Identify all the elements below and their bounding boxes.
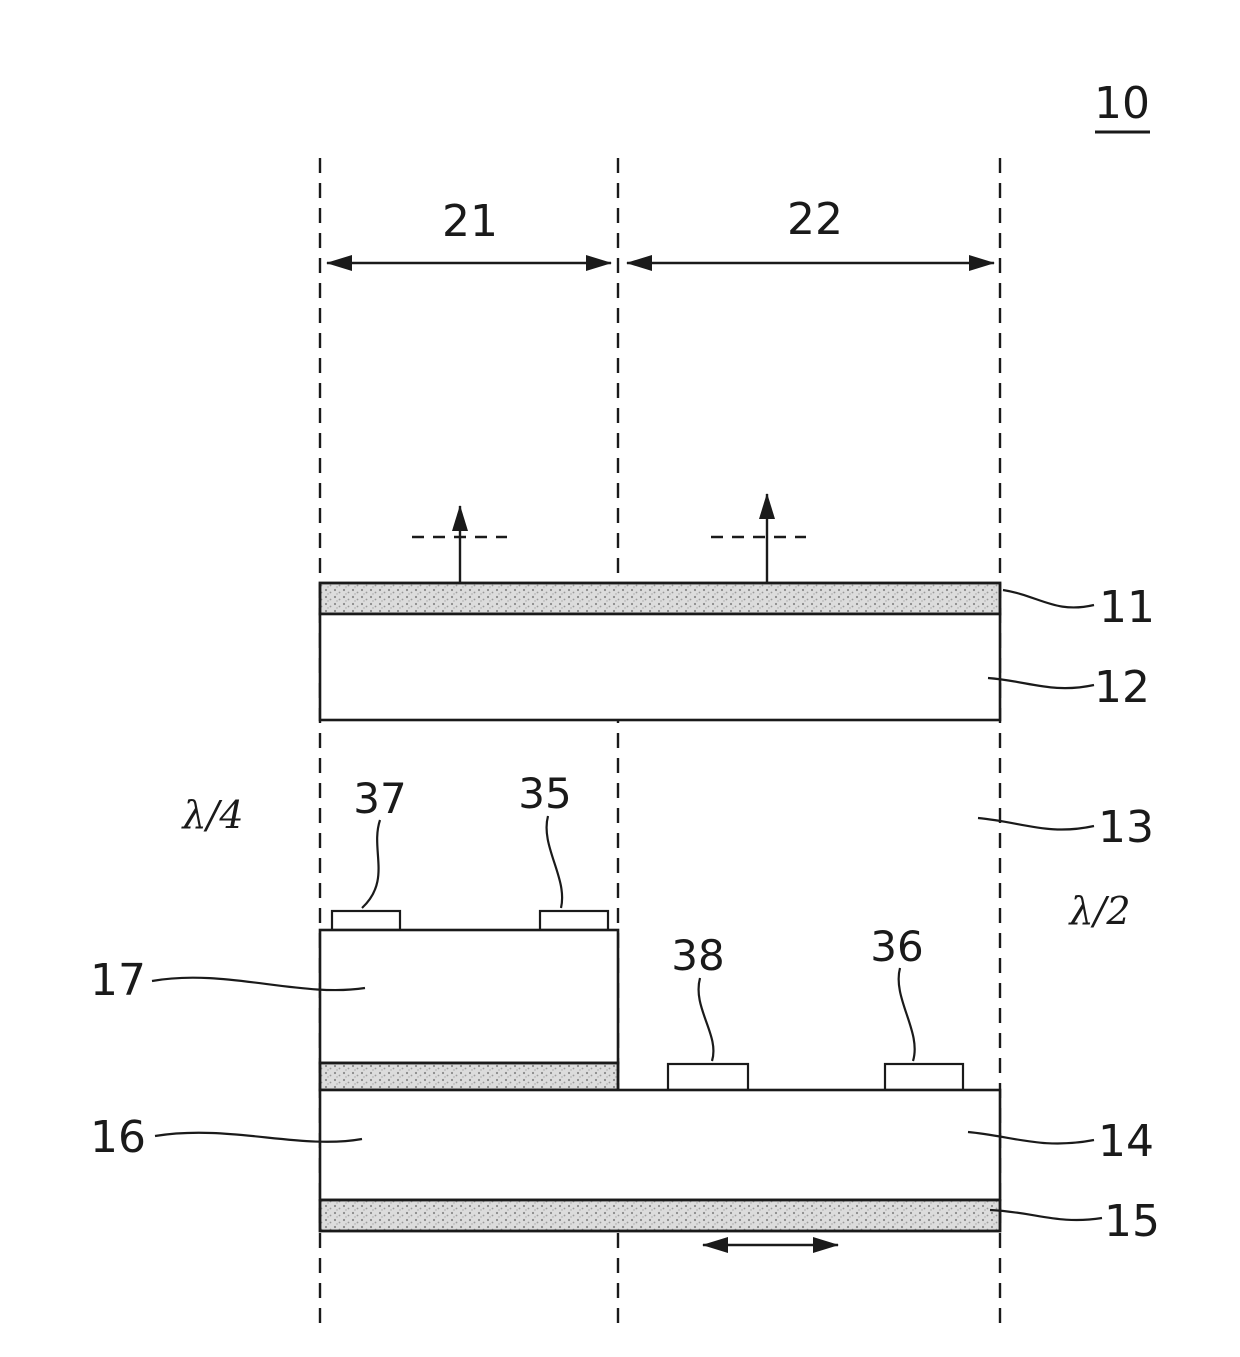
label-layer-13: 13: [1098, 802, 1154, 853]
label-layer-16: 16: [90, 1112, 146, 1163]
label-layer-11: 11: [1099, 582, 1155, 633]
label-half-wave: λ/2: [1067, 889, 1130, 933]
label-layer-14: 14: [1098, 1116, 1154, 1167]
figure-number-label: 10: [1094, 78, 1150, 129]
label-layer-17: 17: [90, 955, 146, 1006]
leader-line-16: [154, 1131, 363, 1143]
layer-14-rect: [318, 1088, 1002, 1202]
layer-12-rect: [318, 612, 1002, 722]
leader-line-36: [897, 967, 916, 1062]
leader-line-12: [987, 676, 1095, 690]
leader-line-13: [977, 816, 1095, 831]
leader-line-15: [989, 1208, 1103, 1222]
layer-17-rect: [318, 928, 620, 1065]
layer-11-rect: [318, 581, 1002, 616]
label-electrode-35: 35: [518, 769, 571, 818]
electrode-37: [330, 909, 402, 932]
leader-line-38: [697, 977, 715, 1062]
layer-17-stipple-strip: [318, 1061, 620, 1092]
leader-line-37: [361, 819, 382, 909]
label-electrode-38: 38: [671, 931, 724, 980]
label-quarter-wave: λ/4: [180, 793, 243, 837]
label-layer-15: 15: [1104, 1196, 1160, 1247]
label-electrode-37: 37: [353, 774, 406, 823]
electrode-35: [538, 909, 610, 932]
label-layer-12: 12: [1094, 662, 1150, 713]
electrode-36: [883, 1062, 965, 1092]
leader-line-14: [967, 1130, 1095, 1145]
leader-line-11: [1002, 588, 1095, 609]
leader-line-35: [545, 815, 564, 909]
region-22-label: 22: [787, 194, 843, 245]
region-21-label: 21: [442, 196, 498, 247]
leader-line-17: [151, 976, 366, 992]
label-electrode-36: 36: [870, 922, 923, 971]
layer-15-rect: [318, 1198, 1002, 1233]
electrode-38: [666, 1062, 750, 1092]
